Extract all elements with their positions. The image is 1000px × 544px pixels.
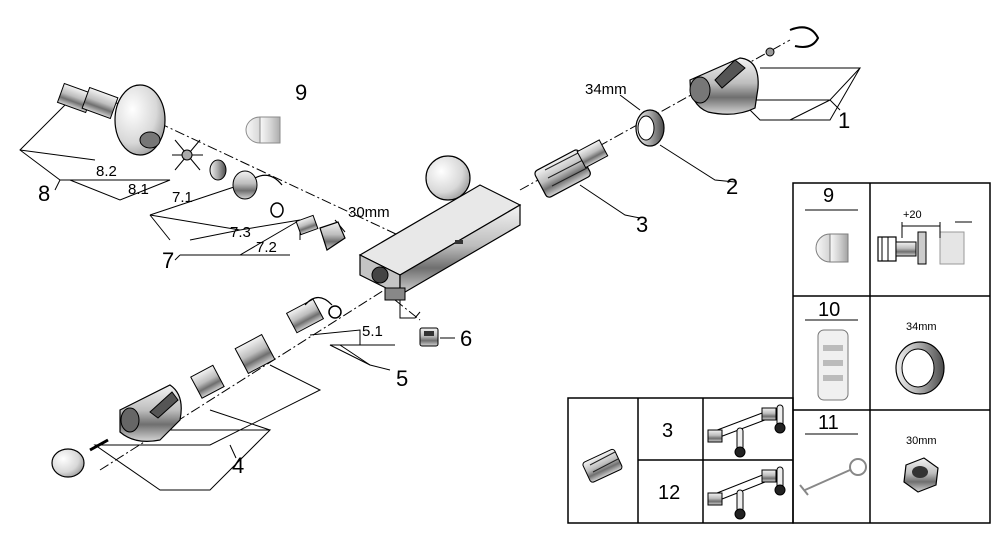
callout-6: 6 [460, 326, 473, 351]
nut-part-6 [419, 327, 439, 347]
table-number-10: 10 [818, 299, 841, 321]
table-number-9: 9 [823, 185, 835, 207]
callout-7-2: 7.2 [256, 239, 277, 256]
callout-7-1: 7.1 [172, 189, 193, 206]
table-cartridge-kit-12-image [707, 466, 786, 520]
table-cartridge-kit-3-image [707, 404, 786, 458]
thermostat-mixer-body [358, 155, 522, 301]
table-dimension-34mm: 34mm [906, 321, 937, 333]
callout-8-1: 8.1 [128, 181, 149, 198]
callout-2: 2 [726, 174, 739, 199]
outlet-part-5 [285, 296, 342, 334]
parts-table-right [792, 182, 991, 524]
extension-part-9 [245, 116, 281, 144]
table-nut-30mm-image [903, 457, 939, 493]
callout-1: 1 [838, 108, 851, 133]
callout-7: 7 [162, 248, 175, 273]
table-ring-34mm-image [895, 341, 945, 395]
callout-5-1: 5.1 [362, 323, 383, 340]
table-number-3: 3 [662, 420, 674, 442]
callout-4: 4 [232, 453, 245, 478]
callout-8-2: 8.2 [96, 163, 117, 180]
temperature-handle-part-4 [51, 333, 276, 478]
table-extension-label: +20 [903, 209, 922, 221]
s-union-part-8 [56, 82, 203, 171]
callout-8: 8 [38, 181, 51, 206]
table-number-11: 11 [818, 412, 839, 434]
table-wrench-image [799, 458, 867, 496]
table-extension-image [815, 233, 849, 263]
dimension-34mm: 34mm [585, 81, 627, 98]
lever-handle-part-1 [689, 26, 820, 115]
table-dimension-30mm: 30mm [906, 435, 937, 447]
callout-9: 9 [295, 80, 308, 105]
leader-lines [19, 67, 862, 491]
callout-7-3: 7.3 [230, 224, 251, 241]
callout-3: 3 [636, 212, 649, 237]
table-sleeve-image [817, 329, 849, 401]
table-cartridge-image [582, 448, 623, 483]
ring-part-2 [635, 109, 665, 147]
table-extension-install-diagram [877, 221, 972, 265]
table-number-12: 12 [658, 482, 681, 504]
callout-5: 5 [396, 366, 409, 391]
dimension-30mm: 30mm [348, 204, 390, 221]
parts-table-left [567, 397, 794, 524]
cartridge-part-3 [534, 139, 609, 198]
check-valve-part-7 [209, 159, 346, 251]
